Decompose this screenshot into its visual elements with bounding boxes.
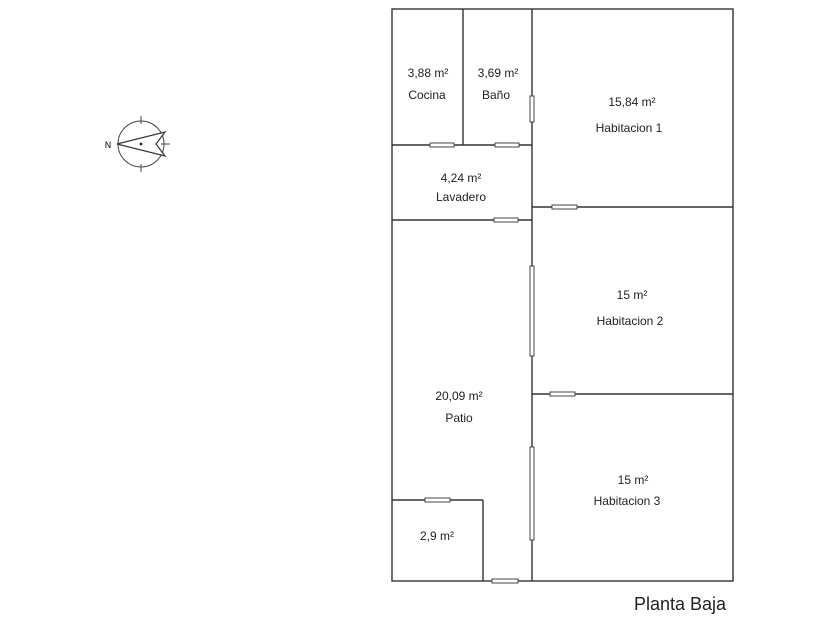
room-patio: 20,09 m² Patio: [435, 389, 482, 425]
outer-wall: [391, 8, 734, 582]
door-cocina: [429, 142, 455, 148]
room-habitacion-2: 15 m² Habitacion 2: [597, 288, 664, 328]
room-cocina: 3,88 m² Cocina: [408, 66, 449, 102]
door-habitacion-3-window: [529, 446, 535, 541]
door-main-entrance: [491, 578, 519, 584]
door-small-room: [424, 497, 451, 503]
room-lavadero: 4,24 m² Lavadero: [436, 171, 486, 204]
room-name: Baño: [482, 88, 510, 102]
compass-north-label: N: [105, 141, 112, 151]
room-area: 15 m²: [618, 473, 649, 487]
room-name: Habitacion 1: [596, 121, 663, 135]
room-area: 2,9 m²: [420, 529, 454, 543]
room-habitacion-3: 15 m² Habitacion 3: [594, 473, 661, 508]
floor-title: Planta Baja: [633, 594, 727, 614]
door-lavadero: [493, 217, 519, 223]
door-habitacion-1-side: [529, 95, 535, 123]
doors: [424, 95, 578, 584]
room-area: 3,69 m²: [478, 66, 519, 80]
door-habitacion-2: [549, 391, 576, 397]
room-area: 20,09 m²: [435, 389, 482, 403]
room-name: Habitacion 3: [594, 494, 661, 508]
room-small-room: 2,9 m²: [420, 529, 454, 543]
room-habitacion-1: 15,84 m² Habitacion 1: [596, 95, 663, 135]
door-habitacion-2-window: [529, 265, 535, 357]
door-habitacion-1: [551, 204, 578, 210]
room-name: Cocina: [408, 88, 446, 102]
room-area: 4,24 m²: [441, 171, 482, 185]
room-name: Patio: [445, 411, 473, 425]
room-area: 15,84 m²: [608, 95, 655, 109]
room-name: Habitacion 2: [597, 314, 664, 328]
room-area: 3,88 m²: [408, 66, 449, 80]
room-bano: 3,69 m² Baño: [478, 66, 519, 102]
compass-icon: N: [105, 116, 170, 172]
room-area: 15 m²: [617, 288, 648, 302]
door-bano: [494, 142, 520, 148]
room-name: Lavadero: [436, 190, 486, 204]
